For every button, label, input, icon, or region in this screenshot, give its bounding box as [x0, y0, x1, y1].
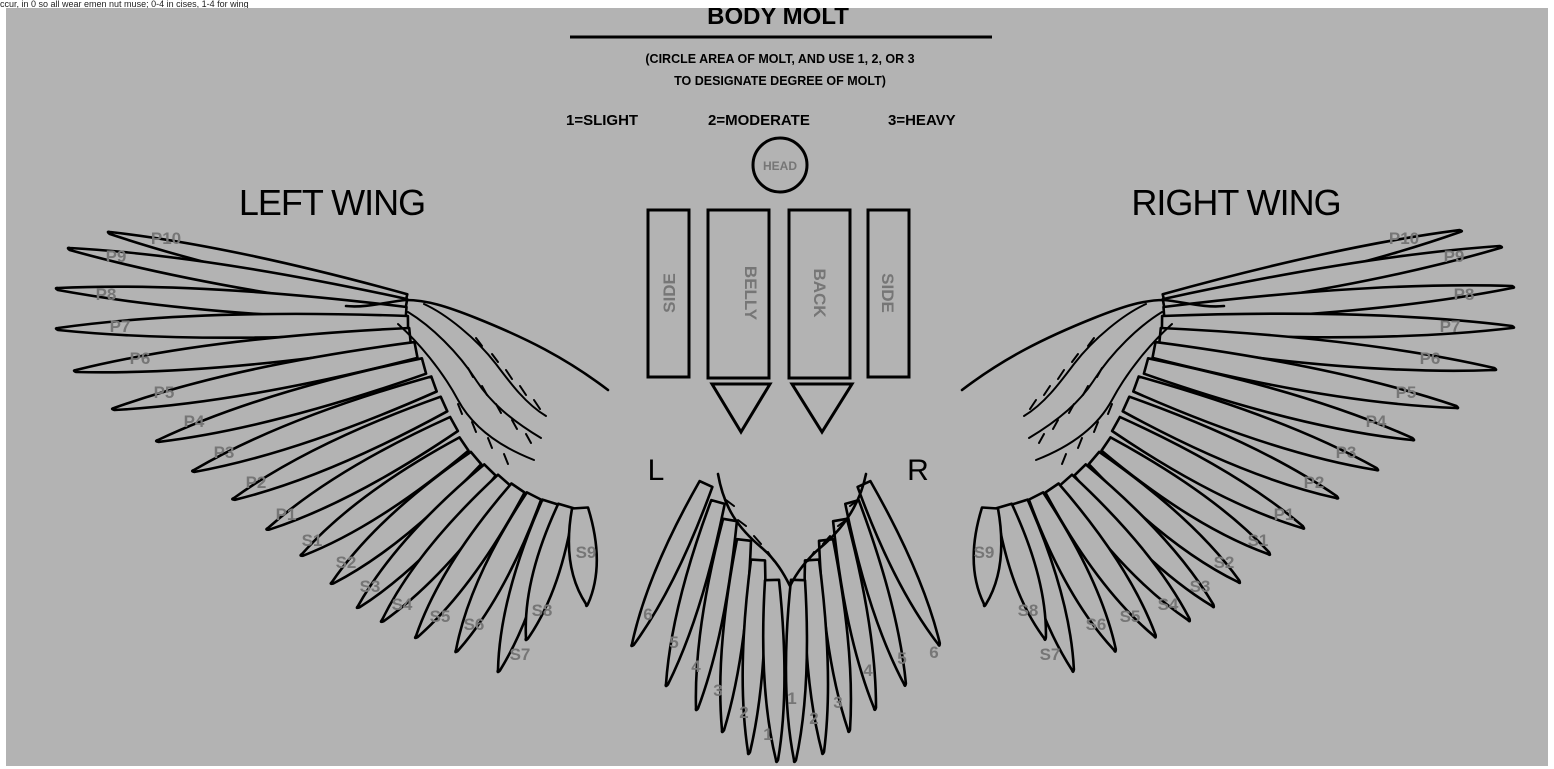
side-left-region[interactable]: SIDE — [648, 210, 689, 377]
tail-left-label-2: 2 — [739, 703, 748, 722]
tail-right-label-1: 1 — [787, 689, 796, 708]
right-feather-label-s4: S4 — [1158, 595, 1179, 614]
right-feather-label-p1: P1 — [1274, 505, 1295, 524]
head-region[interactable]: HEAD — [753, 138, 807, 192]
scale-moderate: 2=MODERATE — [708, 112, 810, 129]
left-marker-l: L — [648, 454, 665, 487]
body-molt-title: BODY MOLT — [707, 8, 849, 30]
right-feather-label-s7: S7 — [1040, 645, 1061, 664]
head-label: HEAD — [763, 159, 797, 173]
tail-right-feather-1[interactable] — [786, 580, 807, 762]
tail-left-label-5: 5 — [669, 633, 678, 652]
right-feather-label-p6: P6 — [1420, 349, 1441, 368]
left-wing-title: LEFT WING — [239, 182, 425, 223]
belly-label: BELLY — [741, 266, 760, 321]
molt-diagram: BODY MOLT (CIRCLE AREA OF MOLT, AND USE … — [6, 8, 1548, 766]
right-feather-label-s9: S9 — [974, 543, 995, 562]
side-right-label: SIDE — [878, 273, 897, 313]
instruction-line-1: (CIRCLE AREA OF MOLT, AND USE 1, 2, OR 3 — [645, 52, 914, 66]
tail-right-label-2: 2 — [809, 709, 818, 728]
right-feather-label-s1: S1 — [1248, 531, 1269, 550]
left-feather-label-s3: S3 — [360, 577, 381, 596]
scale-slight: 1=SLIGHT — [566, 112, 638, 129]
left-feather-label-p9: P9 — [106, 247, 127, 266]
right-feather-label-p4: P4 — [1366, 412, 1387, 431]
right-marker-r: R — [907, 454, 929, 487]
belly-triangle — [712, 384, 770, 432]
left-feather-label-s9: S9 — [576, 543, 597, 562]
left-feather-label-p2: P2 — [246, 473, 267, 492]
left-feather-label-p5: P5 — [154, 383, 175, 402]
left-feather-label-s6: S6 — [464, 615, 485, 634]
left-feather-label-s4: S4 — [392, 595, 413, 614]
top-caption: ccur, in 0 so all wear emen nut muse; 0-… — [0, 0, 900, 8]
left-feather-label-p10: P10 — [151, 229, 181, 248]
right-feather-label-p8: P8 — [1454, 285, 1475, 304]
right-feather-label-s8: S8 — [1018, 601, 1039, 620]
tail-right-label-6: 6 — [929, 643, 938, 662]
scale-heavy: 3=HEAVY — [888, 112, 956, 129]
left-feather-label-p1: P1 — [276, 505, 297, 524]
tail-left-label-3: 3 — [713, 681, 722, 700]
tail-left-label-4: 4 — [691, 657, 701, 676]
left-feather-label-s7: S7 — [510, 645, 531, 664]
right-feather-label-s6: S6 — [1086, 615, 1107, 634]
left-feather-label-s8: S8 — [532, 601, 553, 620]
right-feather-label-p10: P10 — [1389, 229, 1419, 248]
tail-feathers — [631, 481, 939, 762]
back-label: BACK — [810, 268, 829, 318]
side-left-label: SIDE — [660, 273, 679, 313]
side-right-region[interactable]: SIDE — [868, 210, 909, 377]
left-feather-label-p8: P8 — [96, 285, 117, 304]
belly-region[interactable]: BELLY — [708, 210, 770, 432]
right-feather-label-p3: P3 — [1336, 443, 1357, 462]
right-feather-label-s3: S3 — [1190, 577, 1211, 596]
right-feather-label-p5: P5 — [1396, 383, 1417, 402]
left-feather-label-p7: P7 — [110, 317, 131, 336]
right-feather-label-s2: S2 — [1214, 553, 1235, 572]
tail-left-label-6: 6 — [643, 605, 652, 624]
tail-right-label-3: 3 — [833, 693, 842, 712]
back-triangle — [792, 384, 852, 432]
right-wing-title: RIGHT WING — [1131, 182, 1340, 223]
tail-left-label-1: 1 — [763, 725, 772, 744]
left-feather-label-p3: P3 — [214, 443, 235, 462]
molt-diagram-panel: BODY MOLT (CIRCLE AREA OF MOLT, AND USE … — [6, 8, 1548, 766]
right-feather-label-p9: P9 — [1444, 247, 1465, 266]
tail-right-label-5: 5 — [897, 649, 906, 668]
left-feather-label-s5: S5 — [430, 607, 451, 626]
tail-right-label-4: 4 — [863, 661, 873, 680]
right-feather-label-s5: S5 — [1120, 607, 1141, 626]
right-feather-label-p7: P7 — [1440, 317, 1461, 336]
left-feather-label-p4: P4 — [184, 412, 205, 431]
right-feather-label-p2: P2 — [1304, 473, 1325, 492]
instruction-line-2: TO DESIGNATE DEGREE OF MOLT) — [674, 74, 886, 88]
left-feather-label-s2: S2 — [336, 553, 357, 572]
left-wing: P10P9P8P7P6P5P4P3P2P1S1S2S3S4S5 S6S7 S8 S9 — [56, 229, 608, 672]
left-feather-label-p6: P6 — [130, 349, 151, 368]
back-region[interactable]: BACK — [789, 210, 852, 432]
left-feather-label-s1: S1 — [302, 531, 323, 550]
